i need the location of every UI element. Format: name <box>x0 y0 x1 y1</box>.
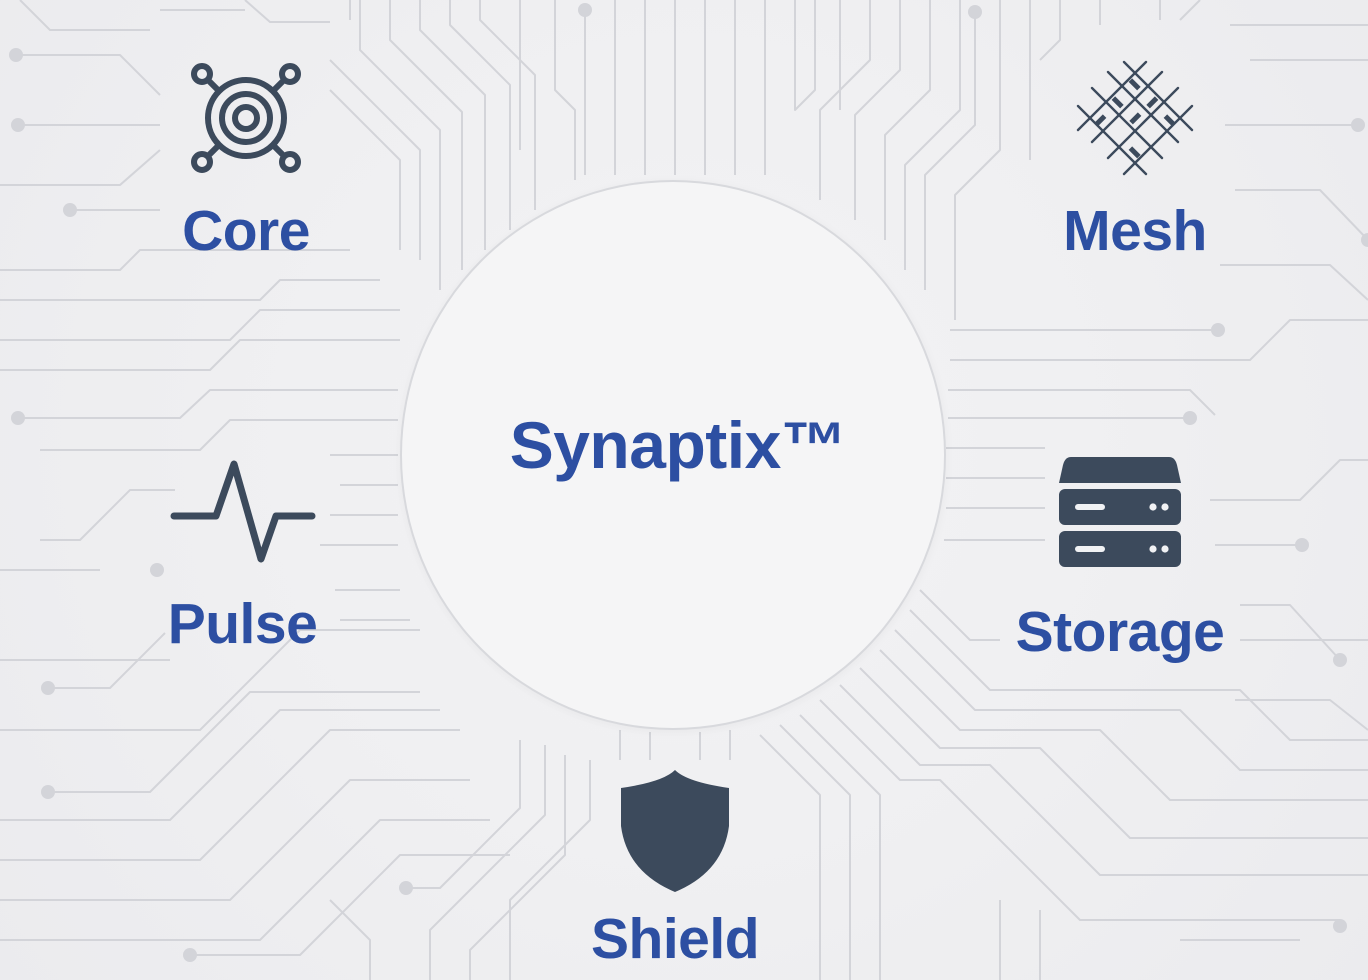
crosshatch-mesh-icon <box>1076 60 1194 176</box>
module-pulse: Pulse <box>150 455 335 657</box>
circuit-nodes <box>9 3 1368 962</box>
module-storage: Storage <box>1005 455 1235 665</box>
shield-icon <box>621 770 729 892</box>
module-core: Core <box>160 58 332 264</box>
hub-title: Synaptix™ <box>509 408 847 482</box>
module-label-storage: Storage <box>1015 600 1225 664</box>
module-label-mesh: Mesh <box>1063 199 1207 263</box>
module-label-pulse: Pulse <box>167 592 318 656</box>
module-shield: Shield <box>570 768 780 972</box>
server-storage-icon <box>1059 457 1181 567</box>
pulse-waveform-icon <box>170 460 315 563</box>
module-mesh: Mesh <box>1040 58 1230 264</box>
central-hub-circle: Synaptix™ <box>400 180 946 730</box>
module-label-core: Core <box>182 199 310 263</box>
module-label-shield: Shield <box>590 907 760 971</box>
concentric-target-nodes-icon <box>191 63 301 173</box>
